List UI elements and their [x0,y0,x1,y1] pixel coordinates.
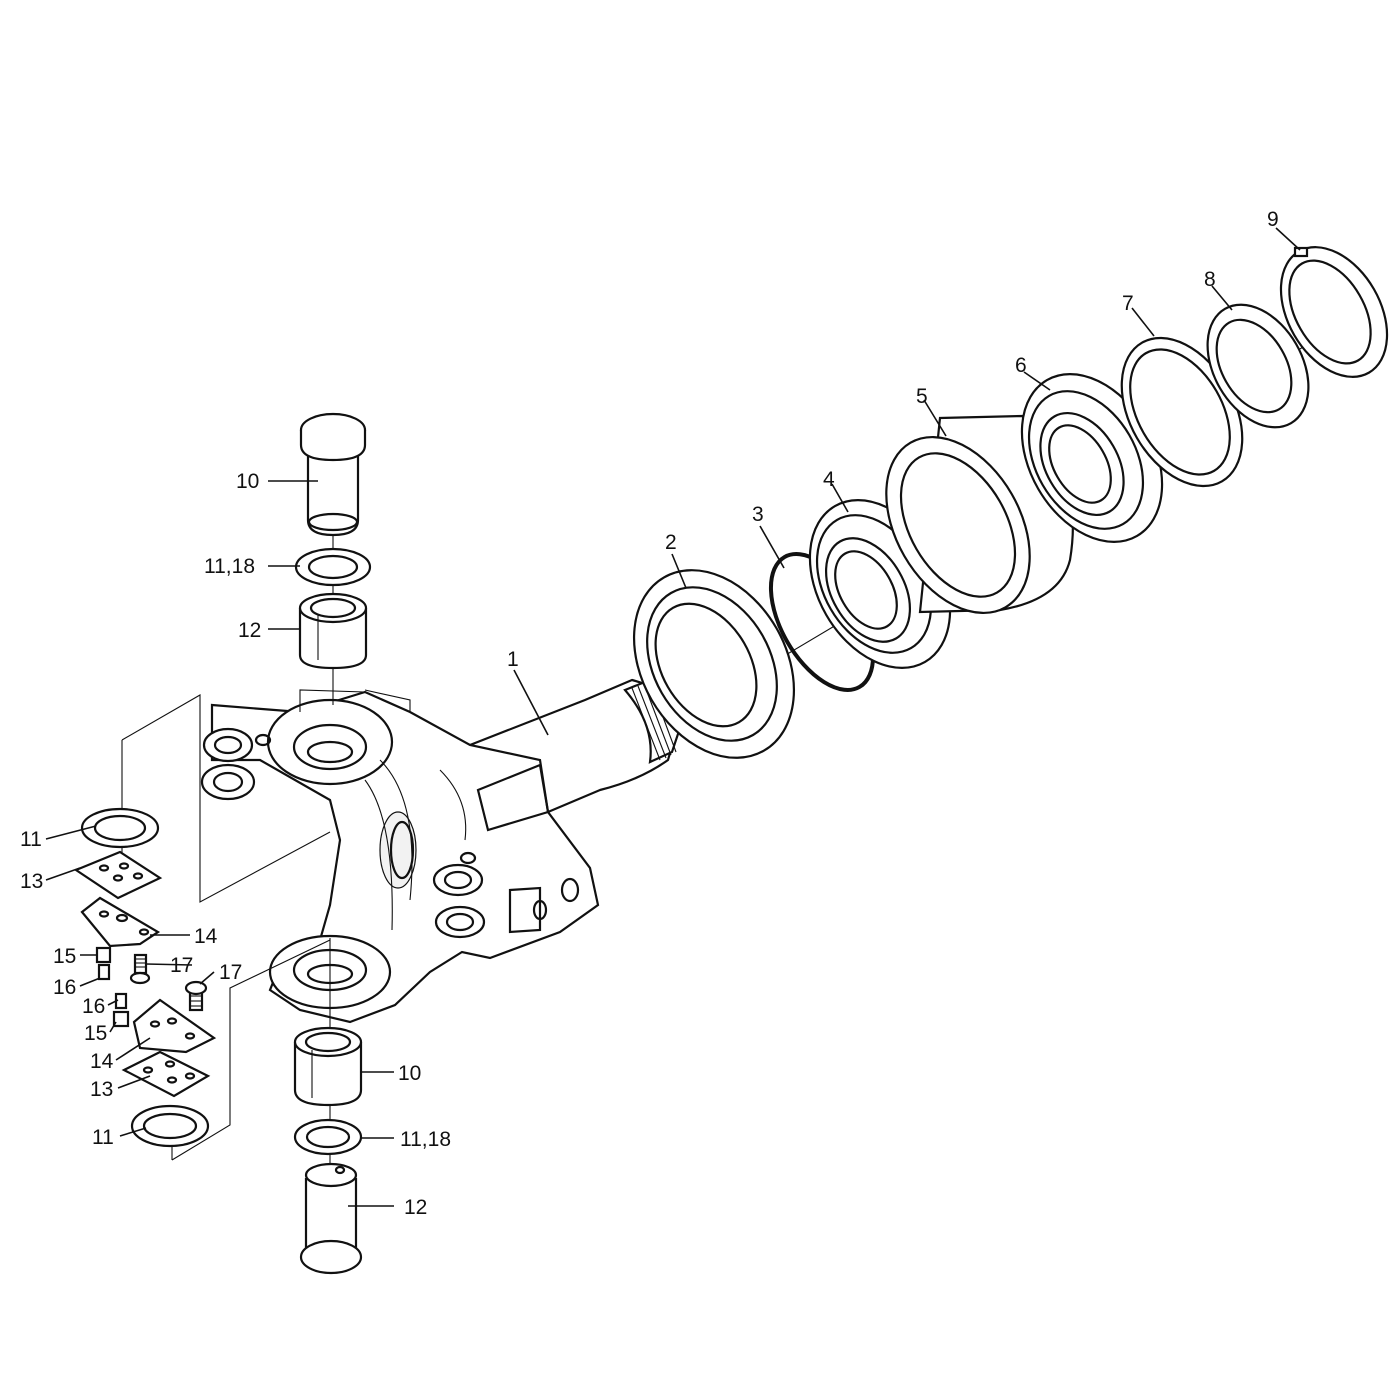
label-part-6: 6 [1015,354,1027,377]
steering-knuckle-part-1 [200,676,684,1024]
leader-lines [45,227,1301,1207]
label-part-16-upper: 16 [53,976,76,999]
label-part-10-bottom: 10 [398,1062,421,1085]
slotted-nut-part-9 [1279,246,1389,378]
label-part-5: 5 [916,385,928,408]
label-part-14-right: 14 [194,925,218,948]
label-part-1: 1 [507,648,519,671]
label-part-7: 7 [1122,292,1134,315]
upper-sleeve-part-12 [298,592,368,670]
label-part-17-upper: 17 [170,954,193,977]
label-part-13-lower: 13 [90,1078,113,1101]
label-part-10-top: 10 [236,470,259,493]
label-part-14-left: 14 [90,1050,114,1073]
label-part-11-18-bottom: 11,18 [400,1128,451,1151]
upper-thrust-washer-part-11-18 [294,547,372,587]
label-part-8: 8 [1204,268,1216,291]
upper-bushing-part-10 [299,412,367,537]
label-part-11-18-top: 11,18 [204,555,255,578]
label-part-11-lower: 11 [92,1126,114,1149]
label-part-2: 2 [665,531,677,554]
lower-sleeve-part-10 [293,1026,363,1107]
lock-washer-part-8 [1206,303,1310,429]
label-part-3: 3 [752,503,764,526]
label-part-15-upper: 15 [53,945,76,968]
part-labels: 1 2 3 4 5 6 7 8 9 10 11,18 12 11 13 14 1… [20,208,1279,1219]
label-part-17-lower: 17 [219,961,242,984]
lower-thrust-washer-part-11-18 [293,1118,363,1156]
label-part-11-left: 11 [20,828,42,851]
left-shim-group-lower [112,939,331,1161]
left-shim-group-upper [73,694,331,985]
label-part-4: 4 [823,468,835,491]
label-part-16-lower: 16 [82,995,105,1018]
label-part-12-bottom: 12 [404,1196,427,1219]
label-part-13-left: 13 [20,870,43,893]
label-part-9: 9 [1267,208,1279,231]
thrust-ring-part-7 [1120,336,1244,488]
label-part-12-top: 12 [238,619,261,642]
seal-ring-part-2 [632,569,796,759]
lower-pin-part-12 [299,1162,363,1275]
label-part-15-lower: 15 [84,1022,107,1045]
